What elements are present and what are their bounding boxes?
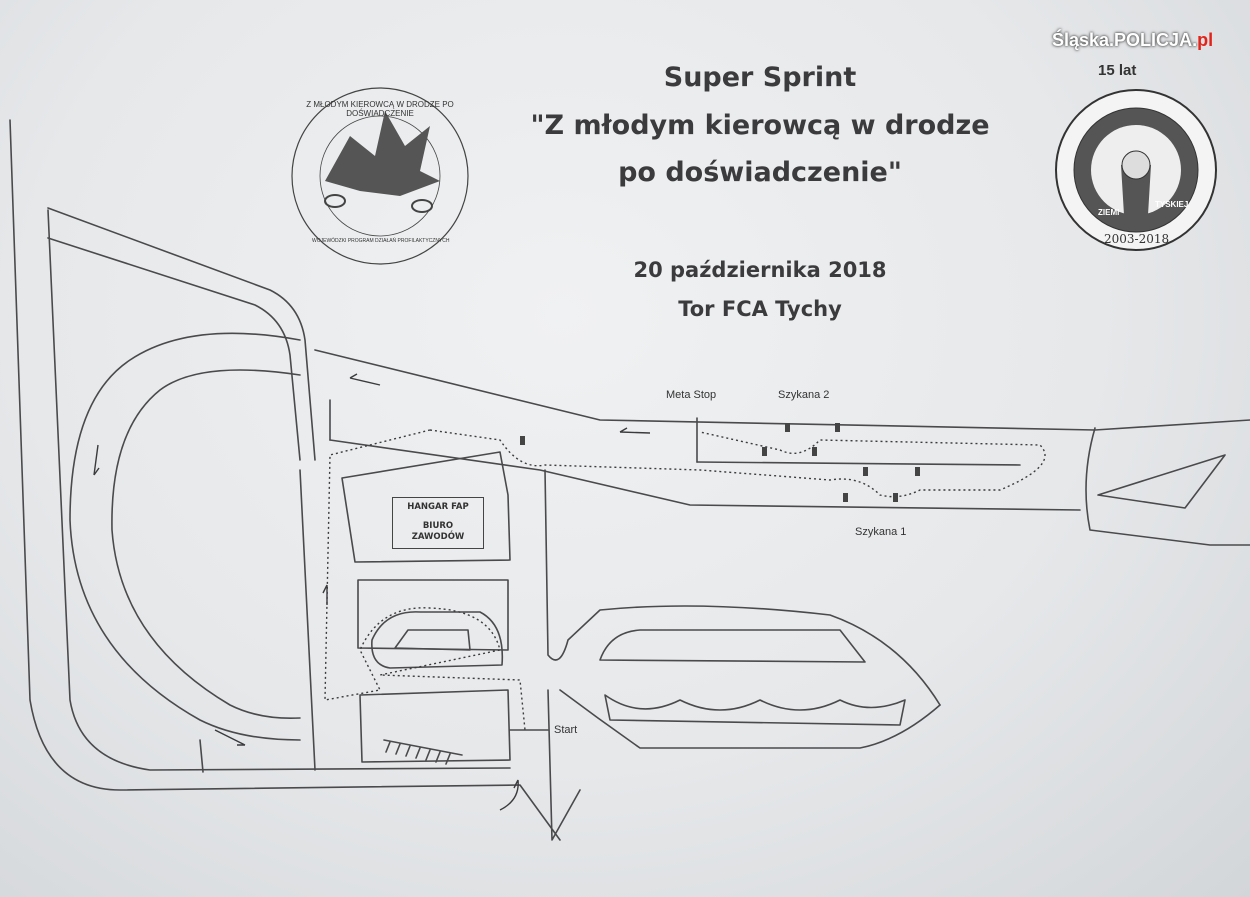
label-hangar: HANGAR FAP xyxy=(407,502,469,512)
lower-track xyxy=(559,689,941,749)
logo-left-bottom-text: WOJEWÓDZKI PROGRAM DZIAŁAŃ PROFILAKTYCZN… xyxy=(312,238,450,244)
arrow-bottom-right xyxy=(214,729,246,746)
logo-right-band-right: TYSKIEJ xyxy=(1155,200,1189,209)
straight-bottom xyxy=(329,439,1081,511)
oval-outer xyxy=(69,332,301,741)
small-loop-inner xyxy=(394,629,471,651)
hub xyxy=(1121,150,1151,180)
title-line-1: Super Sprint xyxy=(663,62,857,93)
label-zawodow: ZAWODÓW xyxy=(411,532,465,542)
label-meta-stop: Meta Stop xyxy=(666,389,717,401)
logo-right-top-text: 15 lat xyxy=(1098,62,1137,79)
cone xyxy=(762,447,767,456)
logo-right-years: 2003-2018 xyxy=(1104,232,1170,246)
racing-line-left xyxy=(324,429,526,731)
watermark-prefix: Śląska.POLICJA. xyxy=(1052,30,1198,50)
event-venue: Tor FCA Tychy xyxy=(678,297,842,321)
road-upper-diagonal xyxy=(47,207,316,461)
wheel-icon xyxy=(411,199,433,213)
arrow-up-left xyxy=(322,584,328,605)
right-end xyxy=(1085,427,1250,546)
cone xyxy=(520,436,525,445)
lower-block xyxy=(359,689,511,763)
cone xyxy=(785,423,790,432)
arrow-top-straight xyxy=(349,373,381,386)
title-line-2: "Z młodym kierowcą w drodze xyxy=(530,110,990,141)
event-date: 20 października 2018 xyxy=(633,258,887,282)
maple-leaf-icon xyxy=(325,111,440,196)
watermark-suffix: pl xyxy=(1197,30,1214,50)
straight-top xyxy=(314,349,1250,431)
label-biuro: BIURO xyxy=(422,521,454,531)
cone xyxy=(812,447,817,456)
logo-left xyxy=(291,87,469,265)
hangar-block xyxy=(341,451,511,563)
lane-divider-upper xyxy=(696,461,1021,466)
label-start: Start xyxy=(554,724,578,736)
logo-right xyxy=(1055,89,1217,251)
arrow-curved-start xyxy=(499,779,519,811)
arrow-oval-down xyxy=(93,444,100,476)
island-lower xyxy=(604,694,906,726)
cone xyxy=(843,493,848,502)
right-triangle xyxy=(1097,454,1226,509)
central-block-left xyxy=(299,469,316,771)
middle-block xyxy=(357,579,509,651)
oval-inner xyxy=(111,369,301,720)
watermark: Śląska.POLICJA.pl xyxy=(1052,30,1213,51)
divider-road-lower xyxy=(547,689,581,841)
hangar-box: HANGAR FAP BIURO ZAWODÓW xyxy=(392,497,484,549)
cone xyxy=(893,493,898,502)
island-upper xyxy=(599,629,866,663)
label-szykana-1: Szykana 1 xyxy=(855,526,907,538)
wheel-icon xyxy=(324,194,346,208)
lower-connector xyxy=(199,739,204,773)
parking-stripes xyxy=(383,739,463,765)
steering-wheel-icon xyxy=(1091,165,1181,215)
logo-right-band-left: ZIEMI xyxy=(1098,208,1120,217)
cone xyxy=(835,423,840,432)
divider-road-left xyxy=(544,469,941,706)
road-upper-diagonal-inner xyxy=(47,237,301,461)
racing-line-main xyxy=(429,429,1046,498)
cone xyxy=(915,467,920,476)
cone xyxy=(863,467,868,476)
title-line-3: po doświadczenie" xyxy=(618,157,902,188)
logo-left-ring-text: Z MŁODYM KIEROWCĄ W DRODZE PO DOŚWIADCZE… xyxy=(306,100,454,118)
road-left-outer xyxy=(9,119,561,841)
arrow-main-left xyxy=(619,427,651,434)
small-loop-outer xyxy=(371,611,504,669)
road-left-inner xyxy=(47,209,511,771)
label-szykana-2: Szykana 2 xyxy=(778,389,830,401)
